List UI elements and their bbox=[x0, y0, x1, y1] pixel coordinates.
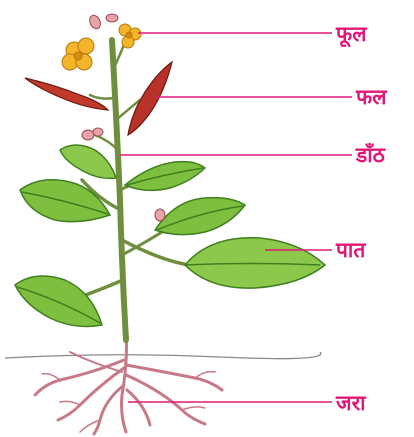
root-system bbox=[35, 332, 222, 434]
label-stem: डाँठ bbox=[356, 143, 385, 167]
label-flower: फूल bbox=[336, 22, 366, 46]
label-fruit: फल bbox=[356, 85, 386, 109]
leaf-left-lower bbox=[15, 276, 102, 326]
pod-right bbox=[128, 62, 172, 135]
ground-line bbox=[5, 352, 321, 359]
leaf-right-middle bbox=[155, 198, 245, 235]
pod-left bbox=[25, 78, 108, 110]
flower-top-right bbox=[119, 24, 141, 48]
leaves bbox=[15, 145, 325, 326]
leaf-left-middle bbox=[20, 180, 110, 222]
label-leaf: पात bbox=[336, 238, 365, 262]
label-root: जरा bbox=[336, 391, 366, 415]
leaf-left-upper bbox=[60, 145, 116, 178]
flower-main bbox=[62, 38, 94, 70]
